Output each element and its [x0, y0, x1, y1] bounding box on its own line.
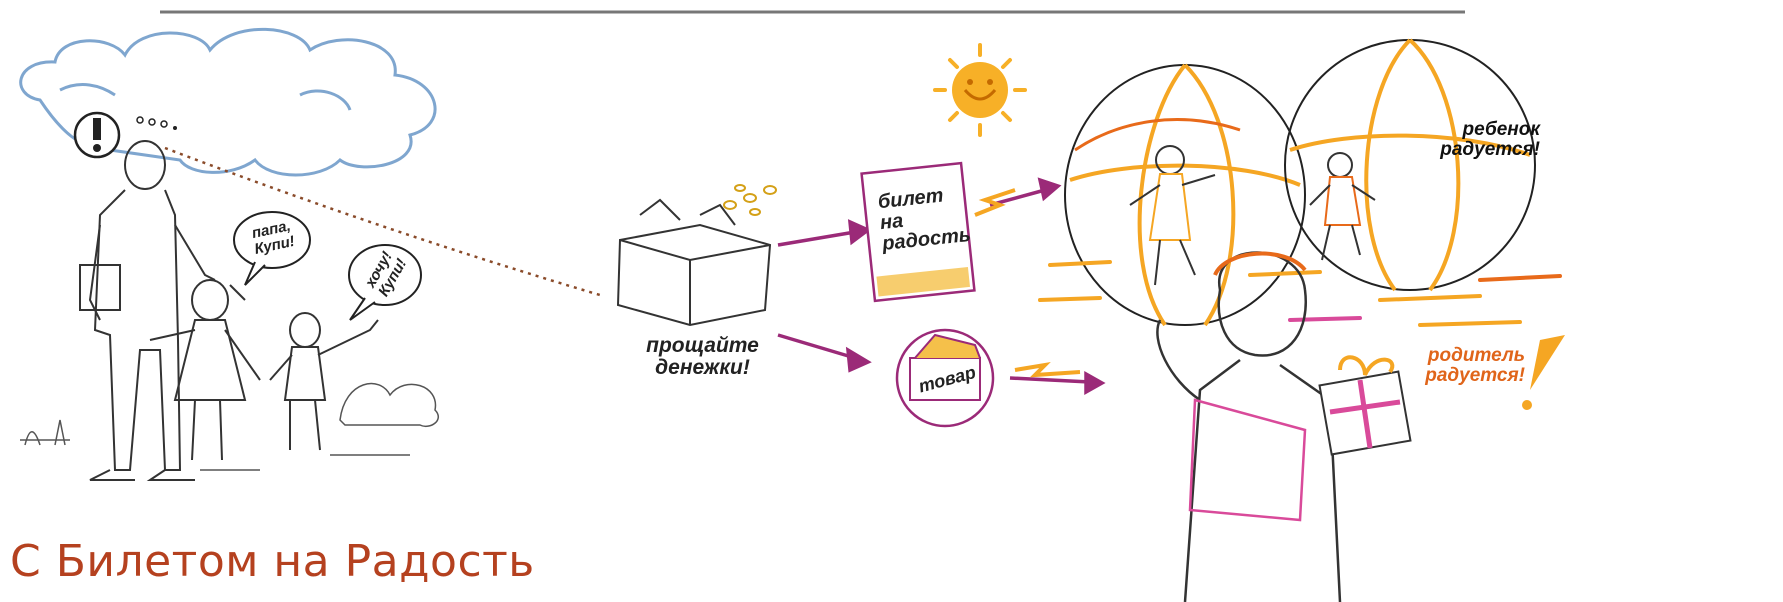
- page-title: С Билетом на Радость: [10, 536, 535, 587]
- coins: [724, 185, 776, 215]
- ground-sketch: [20, 384, 438, 470]
- girl-figure: [150, 280, 260, 460]
- money-box-icon: [618, 200, 770, 325]
- beach-ball-icon: [1285, 40, 1535, 290]
- gift-box-icon: [1320, 357, 1411, 454]
- label-ticket: билет на радость: [877, 184, 963, 255]
- exclamation-mark-orange: [1530, 335, 1565, 390]
- label-goodbye-money: прощайте денежки!: [640, 335, 765, 379]
- label-parent-happy: родитель радуется!: [1410, 346, 1525, 386]
- waves: [1040, 262, 1560, 325]
- boy-figure: [270, 313, 378, 450]
- energy-lines: [975, 190, 1080, 375]
- sun-icon: [935, 45, 1025, 135]
- label-child-happy: ребенок радуется!: [1425, 120, 1540, 160]
